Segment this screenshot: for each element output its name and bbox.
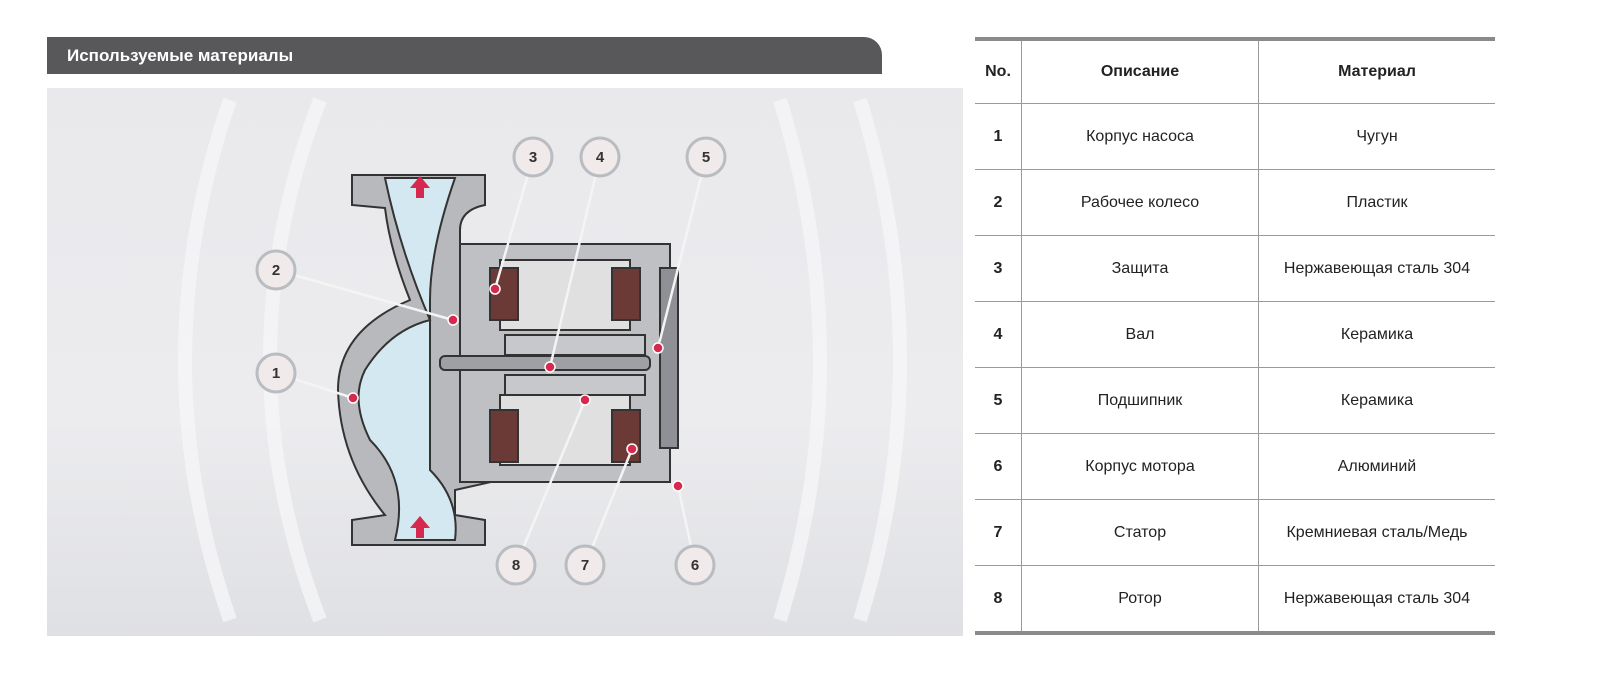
cell-material: Нержавеющая сталь 304 [1258, 235, 1495, 302]
cell-material: Нержавеющая сталь 304 [1258, 565, 1495, 634]
cell-description: Корпус насоса [1021, 103, 1259, 170]
cell-description: Статор [1021, 499, 1259, 566]
cell-description: Подшипник [1021, 367, 1259, 434]
header-description: Описание [1021, 38, 1259, 104]
svg-text:2: 2 [272, 262, 280, 279]
table-header-row: No. Описание Материал [975, 38, 1495, 104]
flow-arrows [410, 176, 430, 538]
header-no: No. [975, 38, 1022, 104]
svg-text:5: 5 [702, 149, 710, 166]
cell-material: Алюминий [1258, 433, 1495, 500]
callout-3: 3 [512, 136, 554, 178]
svg-text:6: 6 [691, 557, 699, 574]
callout-4: 4 [579, 136, 621, 178]
cell-no: 5 [975, 367, 1022, 434]
callout-1: 1 [255, 352, 297, 394]
cell-description: Защита [1021, 235, 1259, 302]
callout-5: 5 [685, 136, 727, 178]
marker-dots [347, 283, 684, 492]
header-material: Материал [1258, 38, 1495, 104]
cell-no: 8 [975, 565, 1022, 634]
cell-no: 1 [975, 103, 1022, 170]
cell-description: Рабочее колесо [1021, 169, 1259, 236]
cell-material: Пластик [1258, 169, 1495, 236]
cell-material: Керамика [1258, 301, 1495, 368]
cell-description: Ротор [1021, 565, 1259, 634]
svg-text:4: 4 [596, 149, 605, 166]
callout-2: 2 [255, 249, 297, 291]
callout-6: 6 [674, 544, 716, 586]
callout-8: 8 [495, 544, 537, 586]
cell-material: Керамика [1258, 367, 1495, 434]
cell-no: 4 [975, 301, 1022, 368]
cell-description: Вал [1021, 301, 1259, 368]
section-header: Используемые материалы [47, 37, 882, 74]
cell-no: 7 [975, 499, 1022, 566]
section-title: Используемые материалы [67, 46, 294, 65]
cell-description: Корпус мотора [1021, 433, 1259, 500]
cell-material: Кремниевая сталь/Медь [1258, 499, 1495, 566]
callout-7: 7 [564, 544, 606, 586]
cell-no: 3 [975, 235, 1022, 302]
svg-text:3: 3 [529, 149, 537, 166]
svg-text:8: 8 [512, 557, 520, 574]
svg-text:1: 1 [272, 365, 280, 382]
pump-housing [336, 174, 679, 546]
svg-text:7: 7 [581, 557, 589, 574]
cell-no: 6 [975, 433, 1022, 500]
cell-material: Чугун [1258, 103, 1495, 170]
cell-no: 2 [975, 169, 1022, 236]
